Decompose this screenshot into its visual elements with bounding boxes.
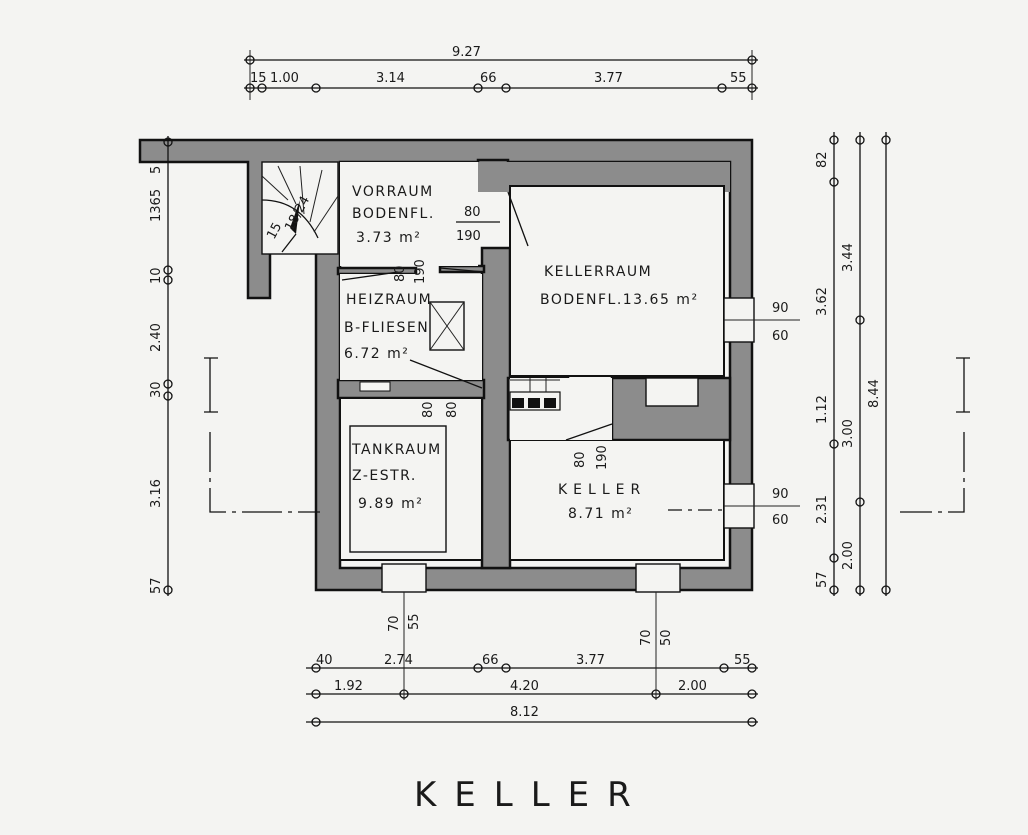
window-dim: 55 [407,613,422,630]
window-height: 60 [772,329,789,344]
kellerraum-floor-area: BODENFL.13.65 m² [540,292,699,308]
bottom-seg: 66 [482,653,499,668]
door-width: 80 [421,401,436,418]
right-dim: 2.31 [815,495,830,524]
heizraum-name: HEIZRAUM [346,292,432,308]
heizraum-floor: B-FLIESEN [344,320,429,336]
window-width: 90 [772,487,789,502]
heizraum-area: 6.72 m² [344,346,409,362]
window-width: 90 [772,301,789,316]
vorraum-area: 3.73 m² [356,230,421,246]
kellerraum-name: KELLERRAUM [544,264,652,280]
window-dim: 70 [639,629,654,646]
keller-area: 8.71 m² [568,506,633,522]
section-markers [204,357,970,513]
vorraum-room [478,162,730,192]
left-dim: 30 [149,381,164,398]
right-dim: 82 [815,151,830,168]
left-dim: 1365 [149,189,164,222]
bottom-seg: 3.77 [576,653,605,668]
right-total: 8.44 [867,379,882,408]
door-width: 80 [445,401,460,418]
door-width: 80 [464,205,481,220]
bottom-dimensions: 40 2.74 66 3.77 55 1.92 4.20 2.00 8.12 7… [306,592,758,727]
tankraum-name: TANKRAUM [351,442,442,458]
top-total: 9.27 [452,45,481,60]
door-width: 80 [573,451,588,468]
windows [381,297,755,593]
tankraum-area: 9.89 m² [358,496,423,512]
tankraum-floor: Z-ESTR. [352,468,417,484]
bottom-seg: 4.20 [510,679,539,694]
kellerraum-room [509,185,725,377]
bottom-seg: 40 [316,653,333,668]
bottom-seg: 55 [734,653,751,668]
vent [359,381,391,392]
right-dim: 1.12 [815,395,830,424]
top-dimensions: 9.27 15 1.00 3.14 66 3.77 55 [244,45,758,100]
top-seg: 3.14 [376,71,405,86]
right-dim: 3.00 [841,419,856,448]
right-dim: 3.62 [815,287,830,316]
left-dim: 2.40 [149,323,164,352]
drawing-title: KELLER [414,775,649,815]
bottom-seg: 1.92 [334,679,363,694]
vorraum-name: VORRAUM [352,184,434,200]
vorraum-room [340,162,478,266]
right-dimensions: 82 3.62 1.12 2.31 57 3.44 3.00 2.00 8.44… [744,132,891,596]
left-dim: 10 [149,267,164,284]
staircase [261,161,561,411]
door-height: 190 [595,445,610,470]
left-dim: 5 [149,166,164,174]
interior-wall [480,246,512,570]
keller-room [509,439,725,561]
doors [341,191,613,441]
vorraum-floor: BODENFL. [352,206,435,222]
window-dim: 70 [387,615,402,632]
keller-name: KELLER [558,482,646,498]
left-dimensions: 1365 5 10 2.40 30 3.16 57 [149,136,173,596]
top-seg: 15 [250,71,267,86]
niche [645,377,699,407]
door-width: 80 [393,265,408,282]
bottom-seg: 2.74 [384,653,413,668]
window-height: 60 [772,513,789,528]
top-seg: 1.00 [270,71,299,86]
top-seg: 3.77 [594,71,623,86]
tank-inner [349,425,447,553]
top-seg: 66 [480,71,497,86]
room-labels: VORRAUM BODENFL. 3.73 m² KELLERRAUM BODE… [344,184,699,522]
left-dim: 3.16 [149,479,164,508]
tankraum-room [339,397,483,561]
right-dim: 3.44 [841,243,856,272]
bottom-total: 8.12 [510,705,539,720]
right-dim: 2.00 [841,541,856,570]
stair-steps: 15 [264,220,285,242]
left-dim: 57 [149,577,164,594]
door-marks: 80 190 80 190 80 80 80 190 [393,205,610,470]
window-dim: 50 [659,629,674,646]
top-seg: 55 [730,71,747,86]
door-height: 190 [456,229,481,244]
right-dim: 57 [815,571,830,588]
door-height: 190 [413,259,428,284]
bottom-seg: 2.00 [678,679,707,694]
